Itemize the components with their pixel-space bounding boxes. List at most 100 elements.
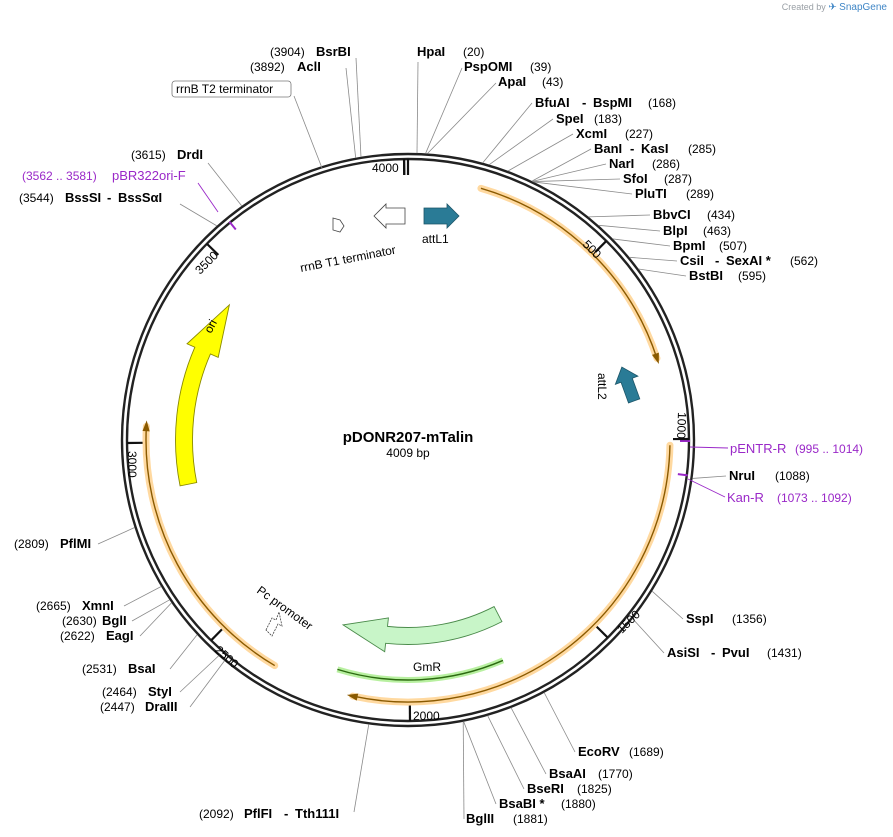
svg-text:-: - <box>711 645 715 660</box>
feature-pc-promoter <box>265 610 283 637</box>
enzyme-name: EagI <box>106 628 133 643</box>
enzyme-leader-apai <box>427 82 497 154</box>
primer-mark-kanr <box>677 473 688 477</box>
svg-text:-: - <box>284 806 288 821</box>
enzyme-pos: (183) <box>594 112 622 126</box>
enzyme-name: BglII <box>466 811 494 826</box>
svg-text:-: - <box>715 253 719 268</box>
feature-label-attl2[interactable]: attL2 <box>595 373 609 400</box>
enzyme-pluti[interactable]: PluTI (289) <box>635 186 714 201</box>
enzyme-nari[interactable]: NarI (286) <box>609 156 680 171</box>
enzyme-name: PluTI <box>635 186 667 201</box>
tick-label-1500: 1500 <box>614 607 643 636</box>
snapgene-logo-icon: ✈ <box>828 2 837 13</box>
enzyme-ecorv[interactable]: EcoRV (1689) <box>578 744 664 759</box>
enzyme-acli[interactable]: (3892) AclI <box>250 59 321 74</box>
enzyme-name: XmnI <box>82 598 114 613</box>
feature-label-rrnb-t1[interactable]: rrnB T1 terminator <box>299 243 397 275</box>
tick-marks <box>127 159 690 722</box>
primer-kan-r[interactable]: Kan-R (1073 .. 1092) <box>727 490 852 505</box>
enzyme-bsabi[interactable]: BsaBI * (1880) <box>499 796 596 811</box>
enzyme-csii-sexai[interactable]: CsiI - SexAI * (562) <box>680 253 818 268</box>
tick-major <box>206 242 220 256</box>
orf-head-orf3 <box>142 420 150 432</box>
enzyme-pos: (227) <box>625 127 653 141</box>
enzyme-bseri[interactable]: BseRI (1825) <box>527 781 612 796</box>
enzyme-pflmi[interactable]: (2809) PflMI <box>14 536 91 551</box>
enzyme-leader-sspi <box>651 590 684 620</box>
enzyme-name: StyI <box>148 684 172 699</box>
enzyme-leader-bbvci <box>588 214 651 218</box>
primer-pbr322ori-f[interactable]: (3562 .. 3581) pBR322ori-F <box>22 168 186 183</box>
enzyme-draiii[interactable]: (2447) DraIII <box>100 699 178 714</box>
enzyme-styi[interactable]: (2464) StyI <box>102 684 172 699</box>
enzyme-hpai[interactable]: HpaI (20) <box>417 44 484 59</box>
enzyme-pflfi-tth111i[interactable]: (2092) PflFI - Tth111I <box>199 806 339 821</box>
enzyme-name: EcoRV <box>578 744 620 759</box>
enzyme-blpi[interactable]: BlpI (463) <box>663 223 731 238</box>
enzyme-name: BlpI <box>663 223 688 238</box>
feature-label-gmr[interactable]: GmR <box>413 660 441 674</box>
enzyme-pos: (39) <box>530 60 551 74</box>
enzyme-pos: (2092) <box>199 807 234 821</box>
enzyme-name: BstBI <box>689 268 723 283</box>
enzyme-pspomi[interactable]: PspOMI (39) <box>464 59 551 74</box>
enzyme-xcmi[interactable]: XcmI (227) <box>576 126 653 141</box>
enzyme-bstbi[interactable]: BstBI (595) <box>689 268 766 283</box>
enzyme-pos: (289) <box>686 187 714 201</box>
enzyme-pos: (463) <box>703 224 731 238</box>
feature-label-attl1[interactable]: attL1 <box>422 232 449 246</box>
enzyme-name: DraIII <box>145 699 178 714</box>
enzyme-pos: (285) <box>688 142 716 156</box>
enzyme-sspi[interactable]: SspI (1356) <box>686 611 767 626</box>
enzyme-bgli[interactable]: (2630) BglI <box>62 613 127 628</box>
enzyme-pos: (2665) <box>36 599 71 613</box>
primer-pentr-r[interactable]: pENTR-R (995 .. 1014) <box>730 441 863 456</box>
enzyme-pos: (1881) <box>513 812 548 826</box>
enzyme-leader-xmni <box>123 586 162 607</box>
svg-text:-: - <box>630 141 634 156</box>
enzyme-xmni[interactable]: (2665) XmnI <box>36 598 114 613</box>
enzyme-name: BbvCI <box>653 207 691 222</box>
enzyme-sfoi[interactable]: SfoI (287) <box>623 171 692 186</box>
enzyme-spei[interactable]: SpeI (183) <box>556 111 622 126</box>
enzyme-leader-drai3 <box>189 660 225 708</box>
plasmid-name: pDONR207-mTalin <box>343 429 474 446</box>
enzyme-eagi[interactable]: (2622) EagI <box>60 628 133 643</box>
feature-label-ori[interactable]: ori <box>201 317 220 335</box>
enzyme-leader-nari <box>532 163 607 182</box>
enzyme-pos: (20) <box>463 45 484 59</box>
enzyme-pos: (3892) <box>250 60 285 74</box>
enzyme-name: AclI <box>297 59 321 74</box>
enzyme-pos: (1880) <box>561 797 596 811</box>
enzyme-leader-spei <box>488 118 554 166</box>
orf-orf2 <box>352 445 671 703</box>
enzyme-apai[interactable]: ApaI (43) <box>498 74 563 89</box>
orf-glow-orf2 <box>349 441 674 706</box>
primer-name: pENTR-R <box>730 441 786 456</box>
enzyme-name2: Tth111I <box>295 806 339 821</box>
enzyme-bani-kasi[interactable]: BanI - KasI (285) <box>594 141 716 156</box>
enzyme-bbvci[interactable]: BbvCI (434) <box>653 207 735 222</box>
enzyme-bpmi[interactable]: BpmI (507) <box>673 238 747 253</box>
enzyme-bglii[interactable]: BglII (1881) <box>466 811 548 826</box>
enzyme-asisi-pvui[interactable]: AsiSI - PvuI (1431) <box>667 645 802 660</box>
enzyme-bsrbi[interactable]: (3904) BsrBI <box>270 44 351 59</box>
enzyme-bsaai[interactable]: BsaAI (1770) <box>549 766 633 781</box>
orf-head-orf2 <box>346 693 359 701</box>
primer-leader-pbr322 <box>197 182 219 213</box>
enzyme-leader-pflmi <box>97 527 135 545</box>
enzyme-name: BsaAI <box>549 766 586 781</box>
enzyme-name: BsrBI <box>316 44 351 59</box>
orf-orf3 <box>145 426 276 667</box>
feature-label-rrnb-t2[interactable]: rrnB T2 terminator <box>176 82 273 96</box>
enzyme-name: BseRI <box>527 781 564 796</box>
feature-label-pc-promoter[interactable]: Pc promoter <box>254 583 315 633</box>
enzyme-bsssi-bsssai[interactable]: (3544) BssSI - BssSαI <box>19 190 162 205</box>
enzyme-name: XcmI <box>576 126 607 141</box>
enzyme-nrui[interactable]: NruI (1088) <box>729 468 810 483</box>
enzyme-name: PspOMI <box>464 59 512 74</box>
enzyme-bfuai-bspmi[interactable]: BfuAI - BspMI (168) <box>535 95 676 110</box>
enzyme-bsai[interactable]: (2531) BsaI <box>82 661 155 676</box>
enzyme-drdi[interactable]: (3615) DrdI <box>131 147 203 162</box>
